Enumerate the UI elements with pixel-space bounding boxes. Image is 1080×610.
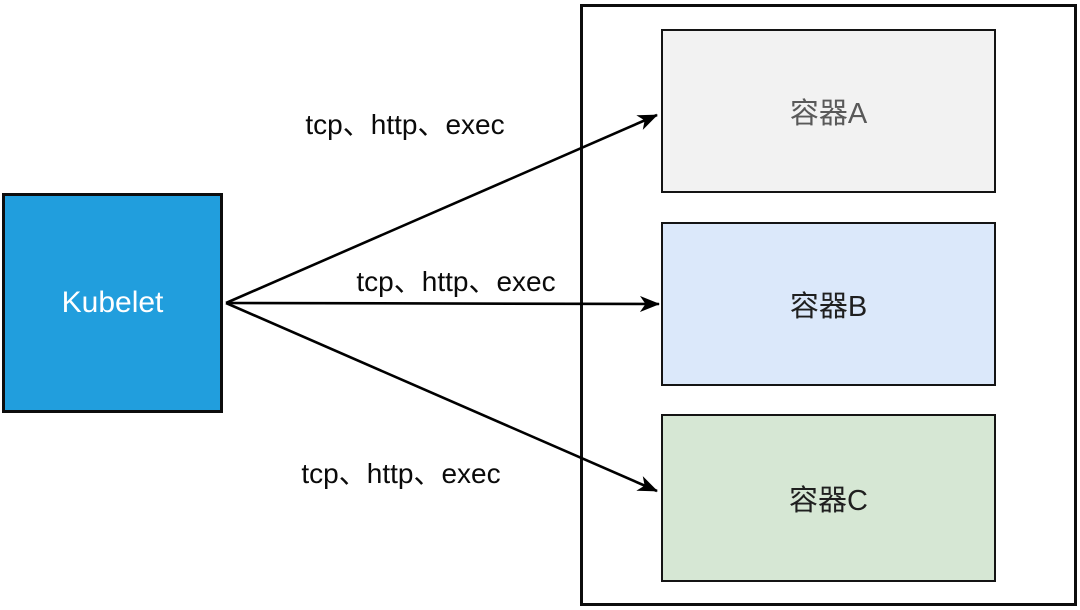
container-b-label: 容器B xyxy=(789,291,868,323)
kubelet-label: Kubelet xyxy=(61,286,164,319)
edge-label-container-c: tcp、http、exec xyxy=(301,458,501,489)
container-c-label: 容器C xyxy=(789,485,868,517)
edge-label-container-b: tcp、http、exec xyxy=(356,266,556,297)
container-b-box: 容器B xyxy=(661,222,996,386)
container-c-box: 容器C xyxy=(661,414,996,582)
kubelet-box: Kubelet xyxy=(2,193,223,413)
container-a-box: 容器A xyxy=(661,29,996,193)
container-a-label: 容器A xyxy=(789,98,868,130)
edge-label-container-a: tcp、http、exec xyxy=(305,109,505,140)
